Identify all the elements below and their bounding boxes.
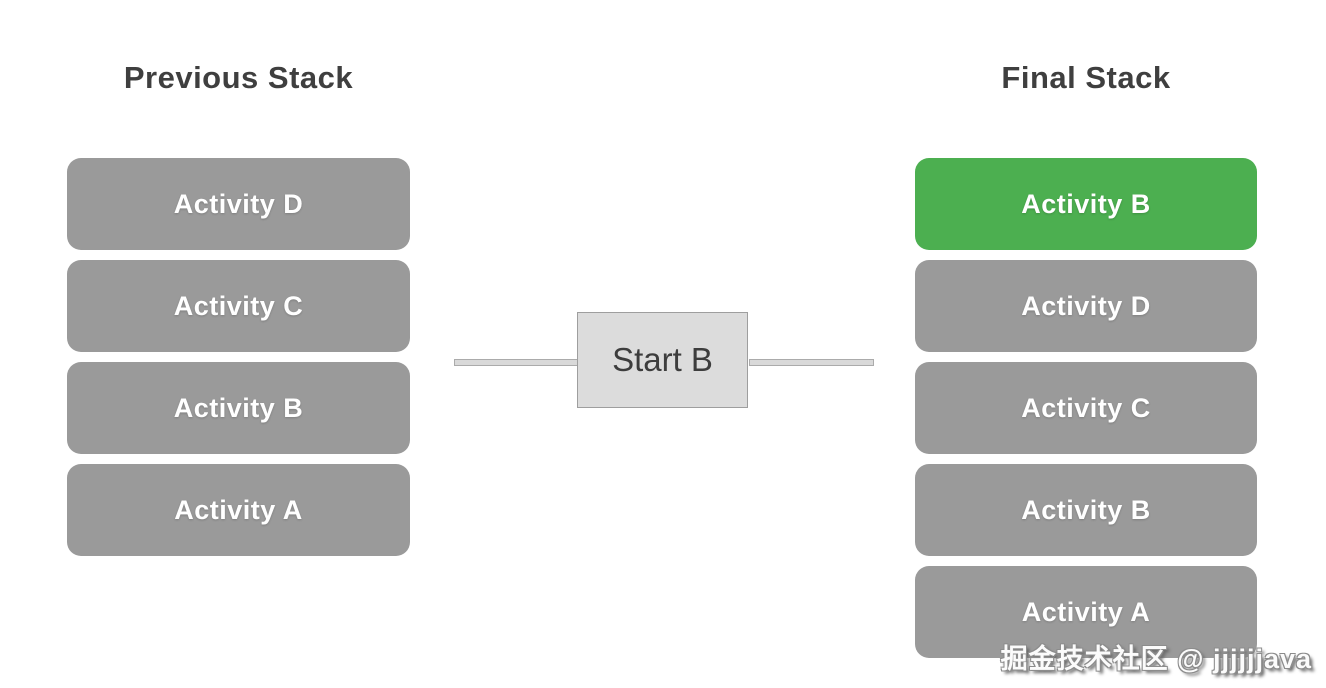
previous-stack-box-activity-d: Activity D [67,158,410,250]
connector-line-left [454,359,578,366]
connector-line-right [749,359,874,366]
final-stack-box-activity-c: Activity C [915,362,1257,454]
final-stack: Activity B Activity D Activity C Activit… [915,158,1257,658]
previous-stack-box-activity-c: Activity C [67,260,410,352]
previous-stack-box-activity-b: Activity B [67,362,410,454]
watermark-text: 掘金技术社区 @ jjjjjjava [1000,644,1312,674]
previous-stack-title: Previous Stack [123,60,354,95]
start-b-label: Start B [612,341,713,378]
final-stack-title: Final Stack [1001,60,1171,95]
final-stack-box-activity-b-top: Activity B [915,158,1257,250]
final-stack-box-activity-a: Activity A [915,566,1257,658]
previous-stack: Activity D Activity C Activity B Activit… [67,158,410,556]
start-b-action-box: Start B [577,312,748,408]
previous-stack-box-activity-a: Activity A [67,464,410,556]
final-stack-box-activity-d: Activity D [915,260,1257,352]
final-stack-box-activity-b: Activity B [915,464,1257,556]
